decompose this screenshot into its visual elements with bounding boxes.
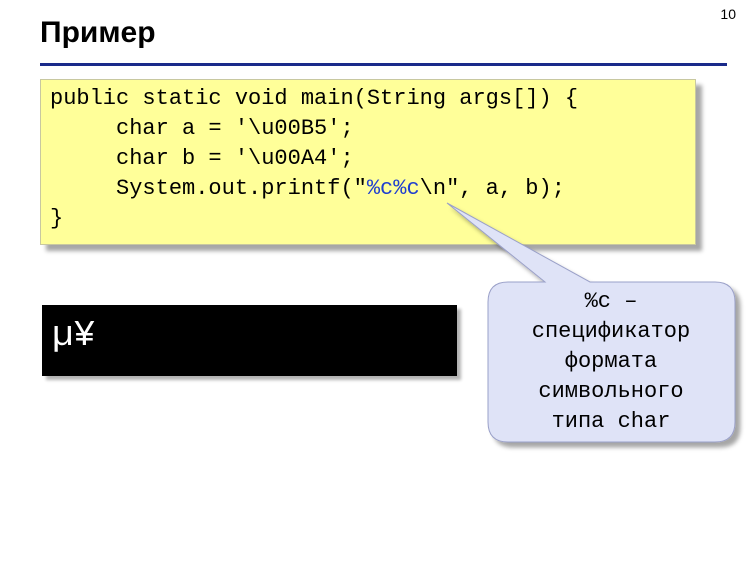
page-number: 10 — [720, 6, 736, 22]
title-underline — [40, 63, 727, 66]
console-output: µ¥ — [42, 305, 457, 376]
callout-line-3: формата — [564, 349, 658, 374]
printf-suffix: \n", a, b); — [419, 176, 565, 201]
printf-prefix: System.out.printf(" — [50, 176, 367, 201]
callout-line-2: спецификатор — [531, 319, 691, 344]
callout-line-4: символьного — [538, 379, 684, 404]
code-line-2: char a = '\u00B5'; — [50, 116, 354, 141]
slide-title: Пример — [40, 16, 156, 49]
code-line-5: } — [50, 206, 64, 231]
console-output-text: µ¥ — [52, 315, 96, 356]
code-line-3: char b = '\u00A4'; — [50, 146, 354, 171]
code-block: public static void main(String args[]) {… — [40, 79, 696, 245]
callout-shape — [446, 202, 736, 443]
callout-text: %c – спецификатор формата символьного ти… — [487, 282, 735, 442]
format-specifier-highlight: %c%c — [366, 176, 420, 201]
callout-line-5: типа char — [551, 409, 671, 434]
callout-line-1: %c – — [584, 289, 638, 314]
code-line-1: public static void main(String args[]) { — [50, 86, 579, 111]
code-line-4: System.out.printf("%c%c\n", a, b); — [50, 174, 565, 204]
